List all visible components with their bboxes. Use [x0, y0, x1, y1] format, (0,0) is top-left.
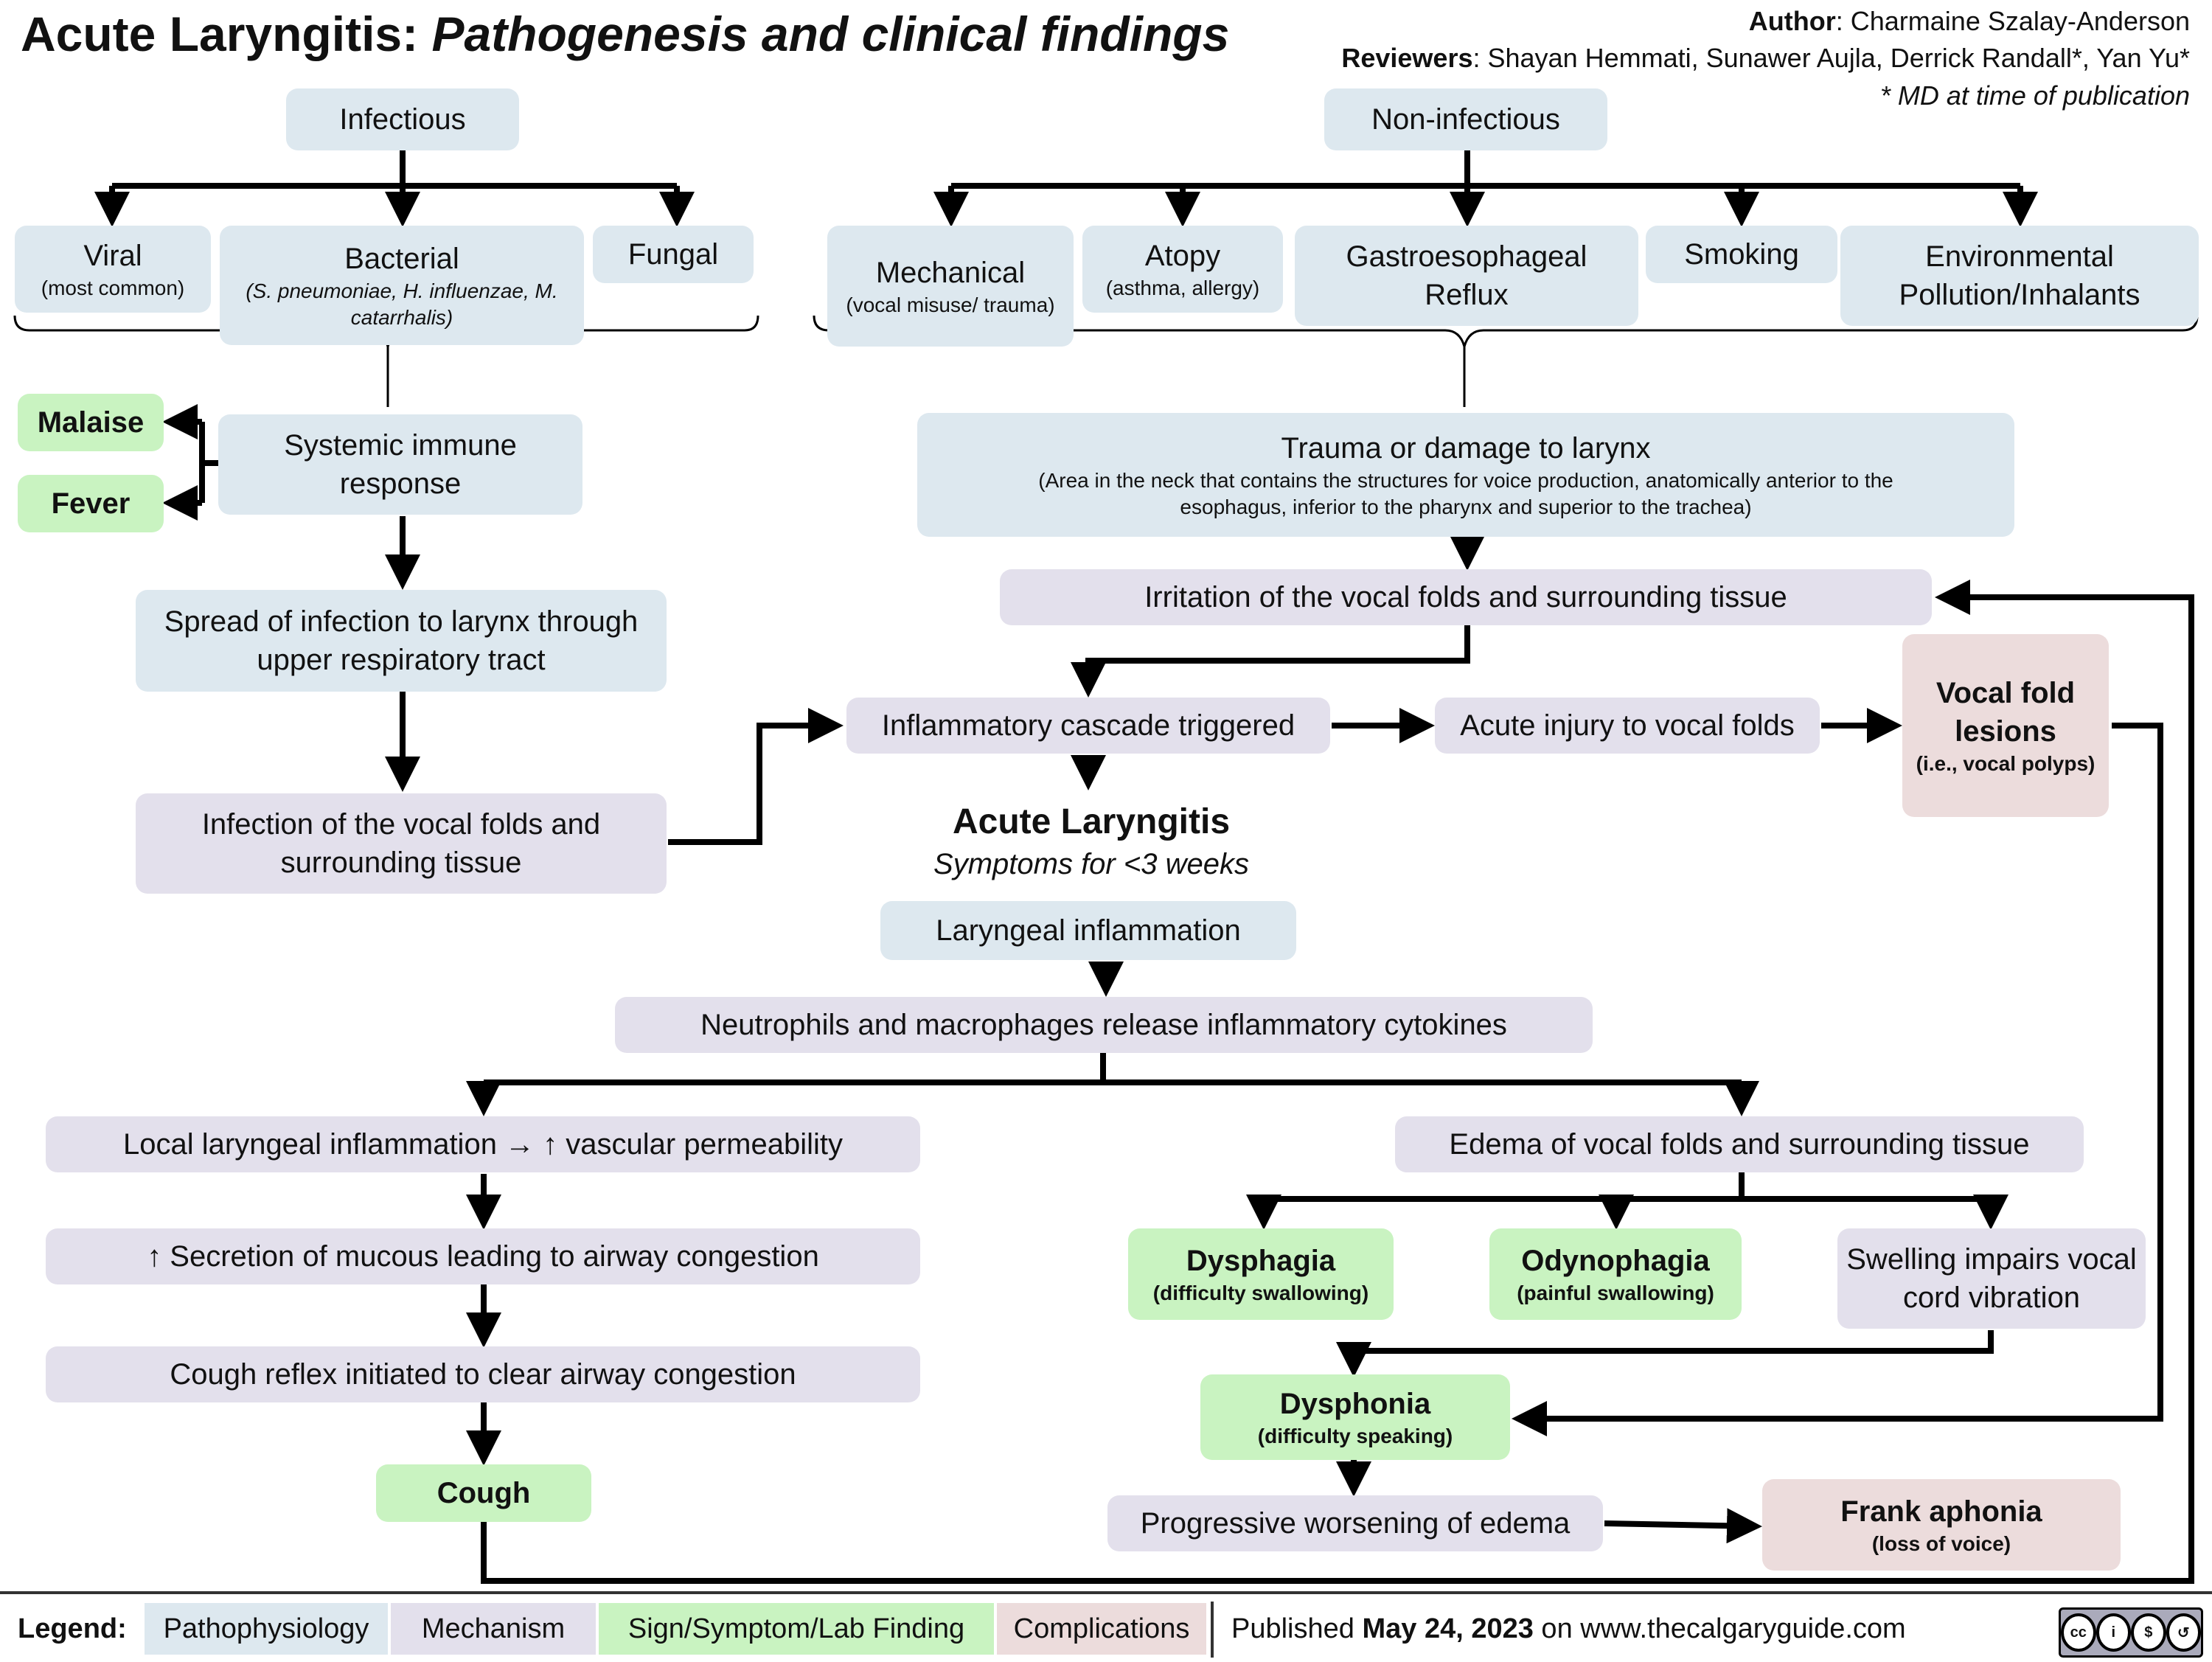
- node-gastroesophageal-reflux: Gastroesophageal Reflux: [1295, 226, 1638, 326]
- by-icon: i: [2096, 1613, 2131, 1652]
- creative-commons-license-icon: cc i $ ↺: [2059, 1607, 2203, 1658]
- reviewers-label: Reviewers: [1341, 43, 1473, 74]
- node-vocal-fold-lesions: Vocal fold lesions (i.e., vocal polyps): [1902, 634, 2109, 817]
- node-infection-vocal-folds: Infection of the vocal folds and surroun…: [136, 793, 667, 894]
- author-label: Author: [1748, 6, 1836, 36]
- node-dysphonia: Dysphonia (difficulty speaking): [1200, 1374, 1510, 1460]
- node-smoking: Smoking: [1646, 226, 1837, 283]
- legend-pathophysiology: Pathophysiology: [145, 1603, 388, 1655]
- title-subtitle: Pathogenesis and clinical findings: [431, 7, 1230, 61]
- cc-icon: cc: [2061, 1613, 2096, 1652]
- node-fungal: Fungal: [593, 226, 754, 283]
- author-line: Author: Charmaine Szalay-Anderson: [1305, 3, 2190, 40]
- node-acute-injury: Acute injury to vocal folds: [1435, 698, 1820, 754]
- node-odynophagia: Odynophagia (painful swallowing): [1489, 1228, 1742, 1320]
- published-info: Published May 24, 2023 on www.thecalgary…: [1231, 1613, 1906, 1644]
- node-systemic-immune-response: Systemic immune response: [218, 414, 582, 515]
- credits: Author: Charmaine Szalay-Anderson Review…: [1305, 3, 2190, 114]
- node-cough-reflex: Cough reflex initiated to clear airway c…: [46, 1346, 920, 1402]
- node-cough: Cough: [376, 1464, 591, 1522]
- node-mucous-secretion: ↑ Secretion of mucous leading to airway …: [46, 1228, 920, 1284]
- acute-laryngitis-heading: Acute Laryngitis Symptoms for <3 weeks: [933, 802, 1249, 881]
- legend-sign-symptom: Sign/Symptom/Lab Finding: [599, 1603, 994, 1655]
- node-mechanical: Mechanical (vocal misuse/ trauma): [827, 226, 1074, 347]
- published-date: May 24, 2023: [1362, 1613, 1534, 1644]
- node-fever: Fever: [18, 475, 164, 532]
- node-local-laryngeal-inflammation: Local laryngeal inflammation → ↑ vascula…: [46, 1116, 920, 1172]
- page-title: Acute Laryngitis: Pathogenesis and clini…: [21, 6, 1229, 62]
- node-swelling: Swelling impairs vocal cord vibration: [1837, 1228, 2146, 1329]
- node-edema: Edema of vocal folds and surrounding tis…: [1395, 1116, 2084, 1172]
- node-environmental: Environmental Pollution/Inhalants: [1840, 226, 2199, 326]
- node-spread-of-infection: Spread of infection to larynx through up…: [136, 590, 667, 692]
- node-viral: Viral (most common): [15, 226, 211, 313]
- sa-icon: ↺: [2166, 1613, 2201, 1652]
- legend-mechanism: Mechanism: [391, 1603, 596, 1655]
- nc-icon: $: [2131, 1613, 2166, 1652]
- author-name: : Charmaine Szalay-Anderson: [1835, 6, 2190, 36]
- node-irritation: Irritation of the vocal folds and surrou…: [1000, 569, 1932, 625]
- node-progressive-edema: Progressive worsening of edema: [1107, 1495, 1603, 1551]
- legend-complications: Complications: [997, 1603, 1206, 1655]
- node-laryngeal-inflammation: Laryngeal inflammation: [880, 901, 1296, 960]
- legend-divider: [1211, 1602, 1214, 1658]
- node-dysphagia: Dysphagia (difficulty swallowing): [1128, 1228, 1394, 1320]
- legend-label: Legend:: [18, 1613, 127, 1644]
- node-malaise: Malaise: [18, 394, 164, 451]
- legend-bar: Legend: Pathophysiology Mechanism Sign/S…: [0, 1591, 2212, 1662]
- node-atopy: Atopy (asthma, allergy): [1082, 226, 1283, 313]
- title-main: Acute Laryngitis:: [21, 7, 419, 61]
- reviewers-names: : Shayan Hemmati, Sunawer Aujla, Derrick…: [1472, 43, 2190, 74]
- md-note: * MD at time of publication: [1879, 80, 2190, 111]
- node-neutrophils-macrophages: Neutrophils and macrophages release infl…: [615, 997, 1593, 1053]
- node-non-infectious: Non-infectious: [1324, 88, 1607, 150]
- reviewers-line: Reviewers: Shayan Hemmati, Sunawer Aujla…: [1305, 40, 2190, 77]
- node-inflammatory-cascade: Inflammatory cascade triggered: [846, 698, 1330, 754]
- node-trauma-larynx: Trauma or damage to larynx (Area in the …: [917, 413, 2014, 537]
- node-bacterial: Bacterial (S. pneumoniae, H. influenzae,…: [220, 226, 584, 345]
- node-infectious: Infectious: [286, 88, 519, 150]
- node-frank-aphonia: Frank aphonia (loss of voice): [1762, 1479, 2121, 1571]
